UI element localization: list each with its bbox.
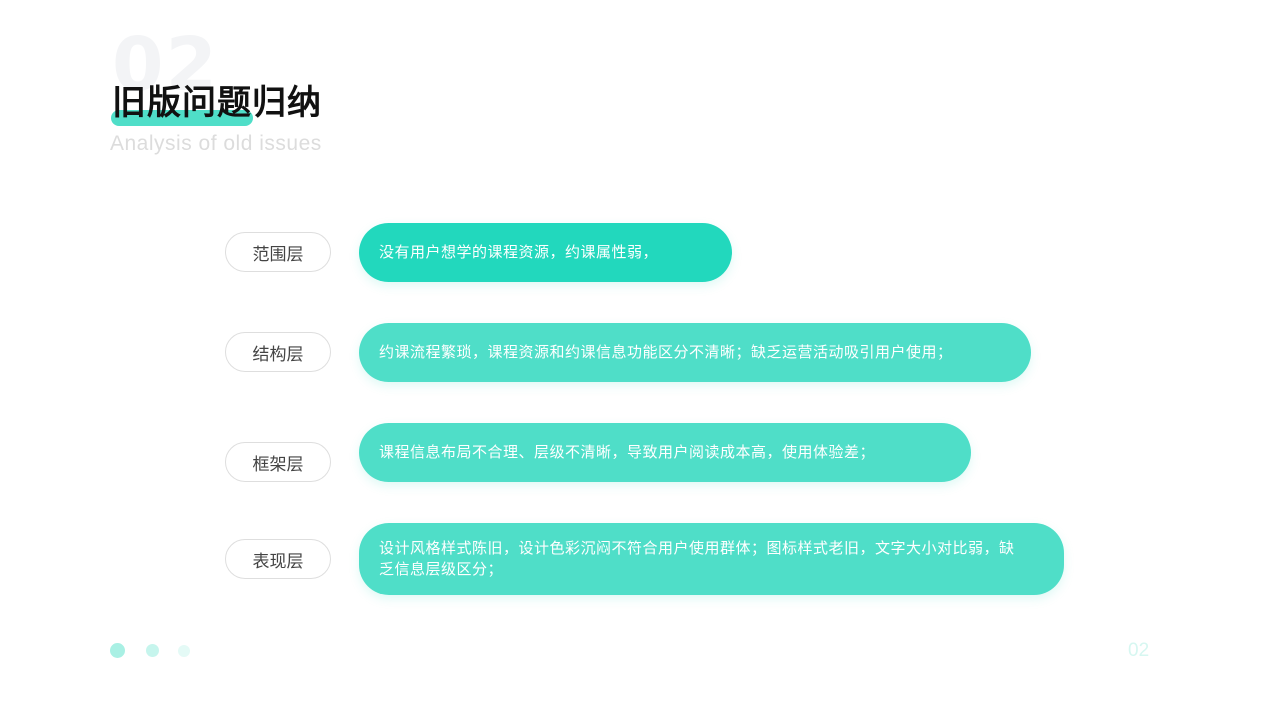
page-title: 旧版问题归纳 <box>112 83 322 123</box>
layer-description-text: 约课流程繁琐，课程资源和约课信息功能区分不清晰；缺乏运营活动吸引用户使用； <box>379 343 953 361</box>
layer-description-structure: 约课流程繁琐，课程资源和约课信息功能区分不清晰；缺乏运营活动吸引用户使用； <box>359 323 1031 382</box>
pagination-dot-2 <box>146 644 159 657</box>
layer-label-structure: 结构层 <box>225 332 331 372</box>
pagination-dot-1 <box>110 643 125 658</box>
pagination-dot-3 <box>178 645 190 657</box>
background-section-number: 02 <box>112 22 219 108</box>
layer-description-skeleton: 课程信息布局不合理、层级不清晰，导致用户阅读成本高，使用体验差； <box>359 423 971 482</box>
layer-description-text: 设计风格样式陈旧，设计色彩沉闷不符合用户使用群体；图标样式老旧，文字大小对比弱，… <box>379 539 1015 578</box>
layer-description-text: 课程信息布局不合理、层级不清晰，导致用户阅读成本高，使用体验差； <box>379 443 876 461</box>
title-underline-accent <box>111 110 253 126</box>
layer-description-text: 没有用户想学的课程资源，约课属性弱， <box>379 243 659 261</box>
page-subtitle: Analysis of old issues <box>110 132 322 155</box>
layer-description-scope: 没有用户想学的课程资源，约课属性弱， <box>359 223 732 282</box>
layer-label-scope: 范围层 <box>225 232 331 272</box>
layer-label-surface: 表现层 <box>225 539 331 579</box>
layer-description-surface: 设计风格样式陈旧，设计色彩沉闷不符合用户使用群体；图标样式老旧，文字大小对比弱，… <box>359 523 1064 595</box>
layer-label-skeleton: 框架层 <box>225 442 331 482</box>
page-number: 02 <box>1128 640 1150 661</box>
